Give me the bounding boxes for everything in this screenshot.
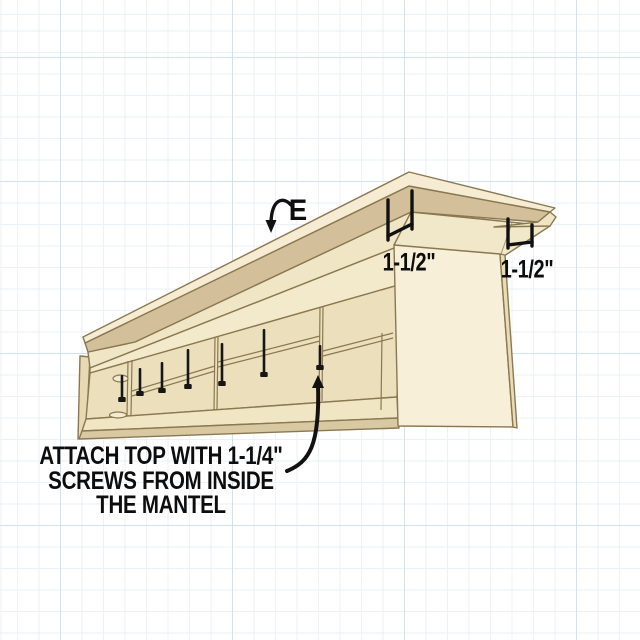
e-arrow-icon xyxy=(269,198,293,224)
caption-text: ATTACH TOP WITH 1-1/4" SCREWS FROM INSID… xyxy=(29,444,293,518)
screw xyxy=(158,362,166,393)
screws xyxy=(118,329,324,402)
keyhole-slot-upper xyxy=(112,374,129,383)
caption-arrowhead xyxy=(312,375,324,388)
caption-line-2: SCREWS FROM INSIDE xyxy=(48,466,274,495)
keyhole-slot-lower xyxy=(108,411,128,419)
dimension-bracket-left xyxy=(386,189,414,242)
caption-arrow-icon xyxy=(285,382,321,473)
mantel-bottom-lip xyxy=(78,417,400,440)
dimension-label-right: 1-1/2" xyxy=(500,255,554,284)
e-arrowhead xyxy=(265,220,277,233)
screw xyxy=(316,345,324,370)
screw xyxy=(260,329,268,377)
end-panel-edge xyxy=(499,253,518,429)
screw xyxy=(136,368,144,396)
top-board-surface xyxy=(82,171,556,344)
screw xyxy=(118,375,126,402)
screw xyxy=(218,343,226,386)
screw xyxy=(184,349,192,389)
part-label-e: E xyxy=(288,194,308,227)
caption-line-1: ATTACH TOP WITH 1-1/4" xyxy=(39,442,283,470)
dimension-label-left: 1-1/2" xyxy=(382,248,436,277)
interior-mid-rails xyxy=(131,332,394,397)
caption-line-3: THE MANTEL xyxy=(96,491,226,519)
dimension-bracket-right xyxy=(506,217,534,250)
top-board-right-edge xyxy=(493,211,557,228)
